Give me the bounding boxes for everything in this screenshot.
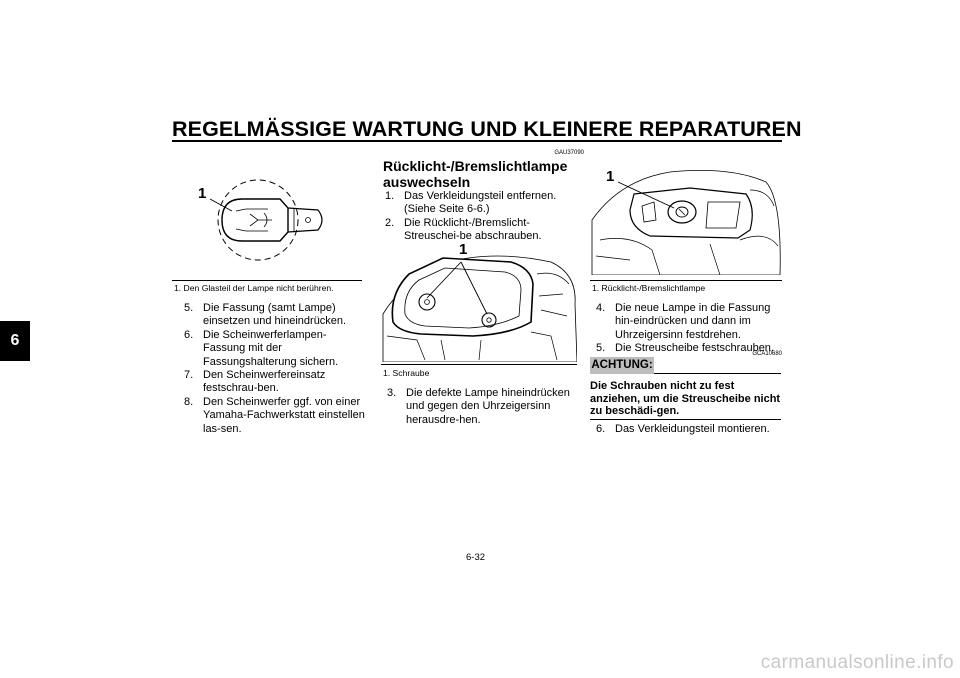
caption-rule xyxy=(172,280,362,281)
section-code: GAU37090 xyxy=(554,150,584,156)
taillight-lens-illustration: 1 xyxy=(381,241,578,363)
figure-caption: 1. Den Glasteil der Lampe nicht berühren… xyxy=(174,283,334,293)
step-text: Die Rücklicht-/Bremslicht-Streuschei-be … xyxy=(404,216,542,243)
warning-code: GCA10680 xyxy=(752,351,782,357)
bulb-illustration: 1 xyxy=(172,165,362,275)
step-list: 3. Die defekte Lampe hineindrücken und ge… xyxy=(385,387,581,427)
watermark: carmanualsonline.info xyxy=(760,652,954,673)
figure-callout-1: 1 xyxy=(606,168,615,185)
list-item: 5. Die Fassung (samt Lampe) einsetzen und… xyxy=(182,302,368,329)
step-number: 5. xyxy=(184,302,194,314)
step-number: 4. xyxy=(596,302,606,314)
list-item: 4. Die neue Lampe in die Fassung hin-eind… xyxy=(594,302,788,342)
warning-rule xyxy=(654,373,781,374)
page-number: 6-32 xyxy=(466,552,486,563)
warning-text: Die Schrauben nicht zu fest anziehen, um… xyxy=(590,380,781,418)
step-list: 6. Das Verkleidungsteil montieren. xyxy=(594,423,788,436)
step-text: Die Streuscheibe festschrauben. xyxy=(615,342,774,355)
step-text: Das Verkleidungsteil entfernen. (Siehe S… xyxy=(404,190,557,216)
figure-callout-1: 1 xyxy=(198,185,207,202)
list-item: 6. Das Verkleidungsteil montieren. xyxy=(594,423,788,436)
page-title: REGELMÄSSIGE WARTUNG UND KLEINERE REPARA… xyxy=(172,117,802,141)
step-number: 1. xyxy=(385,190,395,202)
step-text: Die Fassung (samt Lampe) einsetzen und h… xyxy=(203,302,347,328)
list-item: 3. Die defekte Lampe hineindrücken und ge… xyxy=(385,387,581,427)
caption-rule xyxy=(381,364,577,365)
section-heading: Rücklicht-/Bremslichtlampe auswechseln xyxy=(383,158,568,190)
step-number: 7. xyxy=(184,369,194,382)
figure-callout-1: 1 xyxy=(459,241,468,258)
step-number: 5. xyxy=(596,342,606,355)
step-text: Den Scheinwerfereinsatz festschrau-ben. xyxy=(203,369,326,395)
step-list: 4. Die neue Lampe in die Fassung hin-eind… xyxy=(594,302,788,356)
warning-rule xyxy=(590,419,781,420)
bulb-drawing xyxy=(209,179,323,261)
step-text: Den Scheinwerfer ggf. von einer Yamaha-F… xyxy=(203,395,365,435)
figure-caption: 1. Schraube xyxy=(383,368,430,378)
step-number: 8. xyxy=(184,395,194,408)
list-item: 7. Den Scheinwerfereinsatz festschrau-ben… xyxy=(182,369,368,396)
list-item: 5. Die Streuscheibe festschrauben. xyxy=(594,342,788,355)
figure-caption: 1. Rücklicht-/Bremslichtlampe xyxy=(592,283,706,293)
list-item: 2. Die Rücklicht-/Bremslicht-Streuschei-b… xyxy=(383,217,579,244)
taillight-bulb-drawing xyxy=(591,169,781,276)
step-text: Die Scheinwerferlampen-Fassung mit der F… xyxy=(203,328,339,368)
step-text: Das Verkleidungsteil montieren. xyxy=(615,423,770,435)
step-number: 6. xyxy=(184,328,194,341)
step-number: 3. xyxy=(387,387,397,399)
step-list: 1. Das Verkleidungsteil entfernen. (Siehe… xyxy=(383,190,579,244)
taillight-lens-drawing xyxy=(382,255,578,363)
step-text: Die defekte Lampe hineindrücken und gege… xyxy=(406,387,570,426)
caption-rule xyxy=(590,280,782,281)
taillight-bulb-illustration: 1 xyxy=(590,160,782,276)
step-number: 2. xyxy=(385,216,395,229)
list-item: 8. Den Scheinwerfer ggf. von einer Yamaha… xyxy=(182,396,368,436)
warning-label: ACHTUNG: xyxy=(590,357,654,374)
list-item: 6. Die Scheinwerferlampen-Fassung mit der… xyxy=(182,329,368,369)
step-text: Die neue Lampe in die Fassung hin-eindrü… xyxy=(615,302,771,341)
title-rule xyxy=(172,140,782,142)
list-item: 1. Das Verkleidungsteil entfernen. (Siehe… xyxy=(383,190,579,217)
chapter-tab: 6 xyxy=(0,321,30,361)
step-list: 5. Die Fassung (samt Lampe) einsetzen und… xyxy=(182,302,368,436)
step-number: 6. xyxy=(596,423,606,435)
